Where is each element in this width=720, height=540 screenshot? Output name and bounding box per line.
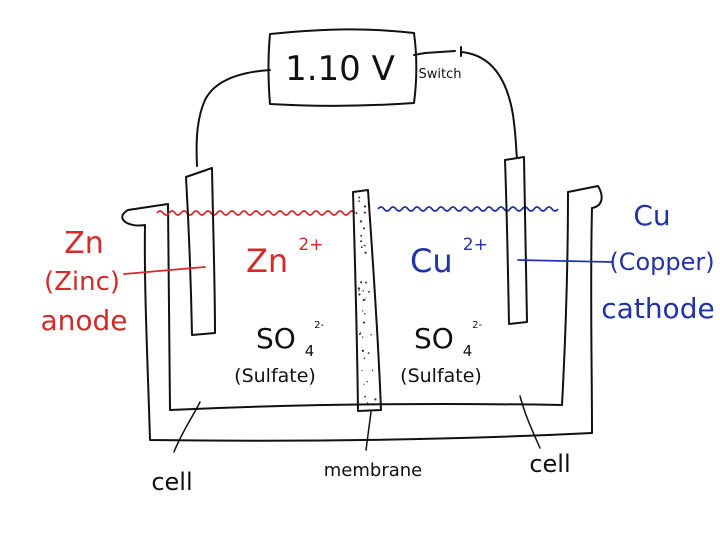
- membrane-speckle: [358, 293, 361, 296]
- membrane-speckle: [367, 352, 370, 354]
- membrane-speckle: [358, 200, 360, 202]
- left-cell-contents: Zn 2+ SO 4 2- (Sulfate): [234, 235, 324, 387]
- left-sulfate-subscript: 4: [305, 342, 315, 360]
- switch-label: Switch: [419, 67, 462, 82]
- membrane-speckle: [364, 211, 366, 214]
- right-sulfate-name: (Sulfate): [400, 365, 482, 387]
- left-sulfate-formula-main: SO: [256, 322, 296, 355]
- membrane-speckle: [371, 369, 374, 372]
- right-sulfate-subscript: 4: [463, 342, 473, 360]
- membrane-speckle: [360, 240, 363, 243]
- bottom-labels: cell membrane cell: [151, 395, 571, 496]
- zinc-ion-charge: 2+: [298, 235, 323, 255]
- membrane: [352, 189, 382, 412]
- membrane-speckle: [374, 398, 377, 401]
- cell-left-pointer: [173, 401, 201, 453]
- membrane-label: membrane: [324, 460, 422, 481]
- copper-ion-symbol: Cu: [410, 242, 453, 280]
- membrane-speckle: [360, 246, 363, 249]
- membrane-speckle: [357, 287, 361, 290]
- cell-right-pointer: [519, 395, 541, 449]
- membrane-speckle: [361, 369, 363, 372]
- container: [121, 185, 603, 442]
- copper-electrode: [504, 156, 528, 325]
- cathode-name: (Copper): [609, 248, 714, 276]
- membrane-speckle: [364, 395, 367, 398]
- copper-solution-surface: [377, 206, 559, 212]
- membrane-speckle: [364, 251, 367, 254]
- membrane-speckle: [360, 234, 363, 237]
- membrane-speckle: [361, 349, 365, 352]
- anode-pointer: [123, 266, 206, 275]
- membrane-speckle: [366, 402, 369, 404]
- copper-ion-charge: 2+: [463, 235, 488, 255]
- membrane-speckle: [363, 383, 365, 385]
- cathode-label: Cu (Copper) cathode: [517, 199, 715, 325]
- membrane-speckle: [363, 357, 366, 360]
- anode-name: (Zinc): [44, 267, 120, 297]
- cathode-pointer: [517, 259, 613, 263]
- anode-symbol: Zn: [64, 226, 104, 261]
- membrane-speckle: [362, 227, 365, 230]
- membrane-speckle: [361, 310, 364, 312]
- membrane-speckle: [364, 312, 366, 315]
- membrane-speckle: [362, 321, 366, 324]
- zinc-ion: Zn 2+: [246, 235, 323, 280]
- membrane-speckle: [360, 281, 363, 284]
- membrane-pointer: [365, 411, 372, 451]
- membrane-speckle: [370, 333, 372, 336]
- anode-role: anode: [40, 304, 127, 337]
- membrane-speckle: [363, 205, 367, 208]
- switch: Switch: [413, 46, 462, 82]
- left-sulfate-formula: SO 4 2-: [256, 320, 325, 363]
- zinc-solution-surface: [156, 210, 356, 216]
- membrane-speckle: [364, 298, 366, 300]
- cathode-symbol: Cu: [633, 199, 670, 232]
- right-cell-contents: Cu 2+ SO 4 2- (Sulfate): [400, 235, 488, 387]
- right-sulfate-formula-main: SO: [414, 322, 454, 355]
- membrane-speckle: [367, 290, 370, 293]
- left-sulfate-charge: 2-: [314, 320, 324, 331]
- cell-left-label: cell: [151, 468, 192, 496]
- membrane-speckle: [362, 336, 364, 338]
- anode-label: Zn (Zinc) anode: [40, 226, 206, 337]
- membrane-speckle: [358, 196, 361, 199]
- membrane-speckle: [355, 212, 358, 215]
- membrane-speckle: [362, 299, 365, 302]
- membrane-speckle: [365, 281, 367, 284]
- membrane-speckle: [358, 289, 360, 292]
- membrane-speckle: [364, 245, 366, 247]
- voltmeter: 1.10 V: [267, 28, 418, 107]
- membrane-speckle: [359, 332, 362, 334]
- membrane-speckle: [362, 289, 365, 292]
- wire-right: [460, 51, 518, 159]
- zinc-electrode: [185, 167, 216, 336]
- voltmeter-reading: 1.10 V: [285, 49, 395, 89]
- cathode-role: cathode: [601, 292, 714, 325]
- zinc-ion-symbol: Zn: [246, 242, 288, 280]
- membrane-speckle: [366, 380, 368, 383]
- membrane-speckle: [359, 220, 363, 223]
- copper-ion: Cu 2+: [410, 235, 488, 280]
- left-sulfate-name: (Sulfate): [234, 365, 316, 387]
- right-sulfate-charge: 2-: [472, 320, 482, 331]
- wire-left: [195, 69, 271, 167]
- right-sulfate-formula: SO 4 2-: [414, 320, 483, 363]
- cell-right-label: cell: [529, 450, 570, 478]
